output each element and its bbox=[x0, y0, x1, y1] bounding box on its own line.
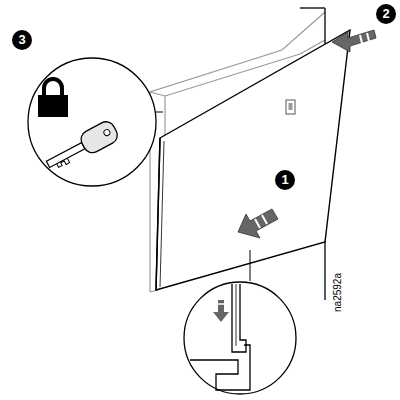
callout-number: 1 bbox=[275, 170, 295, 190]
callout-number: 2 bbox=[376, 4, 396, 24]
callout-number: 3 bbox=[12, 30, 32, 50]
figure-code: na2592a bbox=[331, 273, 342, 312]
panel bbox=[156, 30, 350, 290]
push-arrow bbox=[332, 30, 376, 52]
lock-inset bbox=[28, 58, 163, 186]
push-arrow bbox=[238, 209, 278, 238]
hook-inset bbox=[184, 250, 296, 394]
cabinet-top bbox=[300, 7, 325, 8]
